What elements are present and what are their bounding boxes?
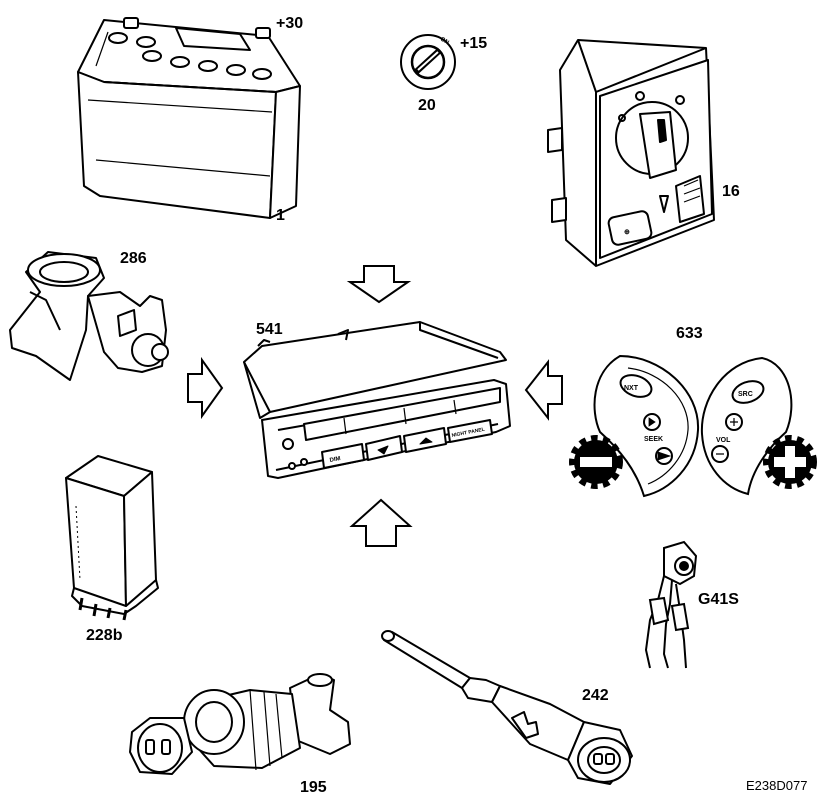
ground-point-label: G41S (698, 591, 739, 608)
ground-point (644, 540, 698, 669)
steering-volume-label: VOL (716, 437, 731, 444)
display-unit-label: 541 (256, 321, 283, 338)
steering-next-label: NXT (624, 385, 639, 392)
pressure-switch-label: 195 (300, 779, 327, 796)
temp-sensor (381, 630, 633, 785)
diagram-code: E238D077 (746, 778, 807, 793)
battery-label: 1 (276, 207, 285, 224)
steering-seek-label: SEEK (644, 436, 663, 443)
display-dim-label: DIM (329, 456, 341, 464)
battery-terminal-label: +30 (276, 15, 303, 32)
arrow-right (187, 356, 224, 420)
sensor-label: 286 (120, 250, 147, 267)
steering-control-right (700, 356, 793, 496)
ignition-terminal-label: +15 (460, 35, 487, 52)
steering-source-label: SRC (738, 391, 753, 398)
display-unit (243, 321, 511, 479)
light-switch-label: 16 (722, 183, 740, 200)
pressure-switch (129, 673, 351, 775)
light-switch: ⊕ (547, 39, 715, 267)
steering-controls-label: 633 (676, 325, 703, 342)
arrow-left (524, 359, 563, 421)
ignition-on-label: ON (439, 37, 450, 47)
steering-control-left (593, 354, 700, 498)
ignition-label: 20 (418, 97, 436, 114)
ignition-switch (400, 34, 456, 90)
relay-label: 228b (86, 627, 123, 644)
plus-gear-icon (763, 435, 817, 489)
relay (65, 455, 159, 621)
temp-sensor-label: 242 (582, 687, 609, 704)
arrow-up (349, 498, 413, 547)
minus-gear-icon (569, 435, 623, 489)
arrow-down (346, 265, 412, 304)
sensor (9, 251, 169, 381)
svg-text:⊕: ⊕ (624, 229, 630, 236)
battery (77, 17, 301, 219)
